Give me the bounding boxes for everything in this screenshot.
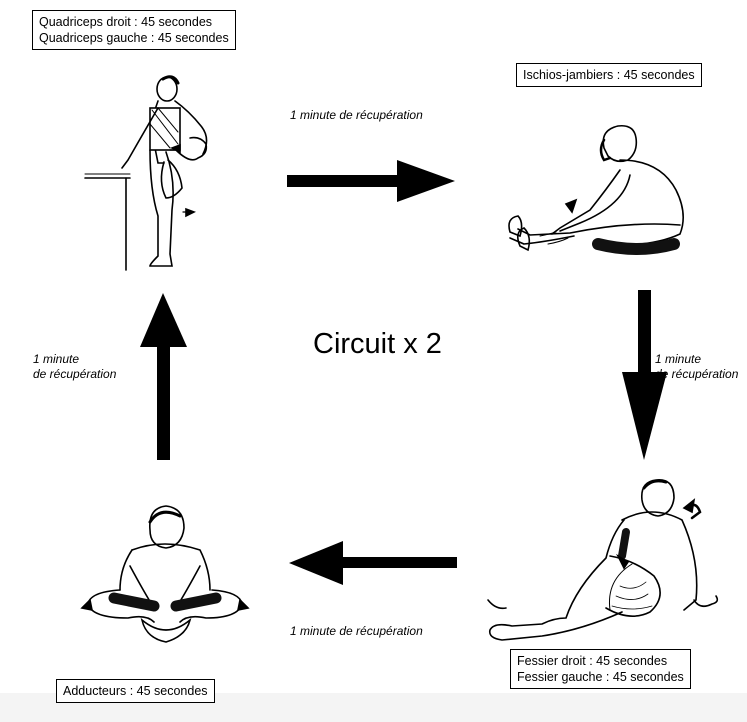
label-fessier-left: Fessier gauche : 45 secondes [517, 670, 684, 684]
label-adducteurs: Adducteurs : 45 secondes [56, 679, 215, 703]
rest-label-right-line2: de récupération [655, 367, 739, 381]
adductor-stretch-figure [80, 505, 250, 643]
label-adducteurs-text: Adducteurs : 45 secondes [63, 684, 208, 698]
label-fessier-right: Fessier droit : 45 secondes [517, 654, 668, 668]
arrow-up [140, 293, 187, 460]
rest-label-left-line1: 1 minute [33, 352, 80, 366]
arrow-down [622, 290, 667, 460]
rest-label-bottom: 1 minute de récupération [290, 624, 423, 639]
arrow-right [287, 160, 455, 202]
label-fessiers: Fessier droit : 45 secondes Fessier gauc… [510, 649, 691, 689]
rest-label-bottom-text: 1 minute de récupération [290, 624, 423, 638]
glute-stretch-figure [487, 479, 719, 641]
label-quadriceps-left: Quadriceps gauche : 45 secondes [39, 31, 229, 45]
rest-label-left-line2: de récupération [33, 367, 117, 381]
label-quadriceps-right: Quadriceps droit : 45 secondes [39, 15, 213, 29]
rest-label-top: 1 minute de récupération [290, 108, 423, 123]
circuit-label: Circuit x 2 [313, 328, 442, 360]
arrow-left [289, 541, 457, 585]
rest-label-right-line1: 1 minute [655, 352, 702, 366]
label-ischios-text: Ischios-jambiers : 45 secondes [523, 68, 695, 82]
label-quadriceps: Quadriceps droit : 45 secondes Quadricep… [32, 10, 236, 50]
label-ischios: Ischios-jambiers : 45 secondes [516, 63, 702, 87]
rest-label-top-text: 1 minute de récupération [290, 108, 423, 122]
rest-label-left: 1 minute de récupération [33, 352, 116, 382]
hamstring-stretch-figure [508, 124, 684, 255]
quadriceps-stretch-figure [84, 75, 208, 271]
rest-label-right: 1 minute de récupération [655, 352, 738, 382]
